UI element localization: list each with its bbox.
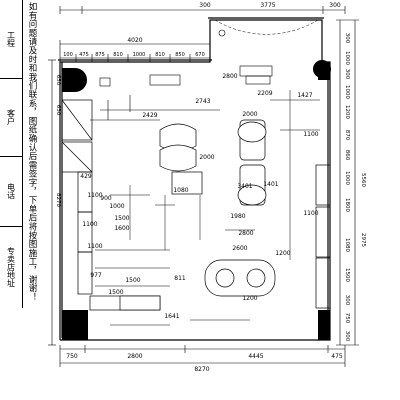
dim-left: 630 xyxy=(55,105,61,116)
title-block-divider xyxy=(0,226,22,227)
dimension-labels: 300 3775 300 4020 100 475 875 810 1000 8… xyxy=(63,2,343,373)
dim-right: 300 xyxy=(344,69,350,80)
dim-interior: 1100 xyxy=(303,131,318,138)
dim-interior: 900 xyxy=(100,195,112,202)
dim-right: 750 xyxy=(344,313,350,324)
dim-top-outer-2: 3775 xyxy=(260,2,275,9)
notice-text: 如有问题请及时和我们联系，图纸确认后需签字，下单后将按图施工，谢谢！ xyxy=(27,2,37,302)
dim-right: 1800 xyxy=(344,198,350,212)
dim-left: 650 xyxy=(55,75,61,86)
column xyxy=(318,310,330,340)
title-block-divider xyxy=(0,156,22,157)
dim-interior: 1401 xyxy=(263,181,278,188)
dim-left-total: 8270 xyxy=(55,193,61,207)
door-swing-arc xyxy=(214,19,319,35)
dim-interior: 3401 xyxy=(237,183,252,190)
dim-top-inner: 670 xyxy=(195,52,205,58)
title-block-name-label: 工程 xyxy=(6,31,16,47)
right-shelving xyxy=(315,164,331,309)
display-tables xyxy=(89,119,276,311)
dim-interior: 1500 xyxy=(125,277,140,284)
dim-interior: 1200 xyxy=(242,295,257,302)
dim-interior: 1100 xyxy=(87,243,102,250)
dim-interior: 2800 xyxy=(222,73,237,80)
dim-top-inner: 810 xyxy=(113,52,123,58)
dim-right: 1000 xyxy=(344,171,350,185)
columns xyxy=(62,60,331,340)
dim-interior: 1600 xyxy=(114,225,129,232)
dim-right-total-2: 2975 xyxy=(360,233,366,247)
dim-interior: 977 xyxy=(90,272,102,279)
dim-top-inner: 100 xyxy=(63,52,73,58)
top-furniture xyxy=(90,29,273,121)
dim-interior: 2000 xyxy=(242,111,257,118)
dim-bottom: 2800 xyxy=(127,353,142,360)
dim-top-inner: 850 xyxy=(175,52,185,58)
dim-interior: 1641 xyxy=(164,313,179,320)
dim-interior: 1500 xyxy=(108,289,123,296)
dim-interior: 2429 xyxy=(142,112,157,119)
dim-interior: 1100 xyxy=(82,221,97,228)
dim-right: 860 xyxy=(344,150,350,161)
dim-interior: 1080 xyxy=(173,187,188,194)
dim-top-inner: 875 xyxy=(95,52,105,58)
dim-bottom-total: 8270 xyxy=(194,366,209,373)
left-shelving xyxy=(61,99,93,295)
dim-right: 870 xyxy=(344,130,350,141)
column xyxy=(62,68,87,92)
dim-interior: 429 xyxy=(80,173,92,180)
dim-interior: 2000 xyxy=(199,154,214,161)
dim-interior: 2743 xyxy=(195,98,210,105)
dim-right: 1080 xyxy=(344,238,350,252)
dim-right: 300 xyxy=(344,33,350,44)
dim-interior: 1100 xyxy=(87,192,102,199)
dim-top-outer-1: 300 xyxy=(199,2,211,9)
dim-interior: 1200 xyxy=(275,250,290,257)
column xyxy=(313,60,331,78)
dim-interior: 2209 xyxy=(257,90,272,97)
dim-top-inner: 810 xyxy=(155,52,165,58)
title-block: 工程 客户 电话 专卖店地址 xyxy=(0,0,23,308)
title-block-phone-label: 电话 xyxy=(6,183,16,199)
dim-right: 1500 xyxy=(344,268,350,282)
dim-top-outer-3: 300 xyxy=(329,2,341,9)
dim-right: 1000 xyxy=(344,51,350,65)
dim-top-inner-total: 4020 xyxy=(127,37,142,44)
title-block-client-label: 客户 xyxy=(6,109,16,125)
dim-interior: 1427 xyxy=(297,92,312,99)
title-block-address-label: 专卖店地址 xyxy=(6,247,16,287)
dim-top-inner: 1000 xyxy=(133,52,146,58)
title-block-divider xyxy=(0,78,22,79)
column xyxy=(62,310,88,340)
dim-interior: 1100 xyxy=(303,210,318,217)
dim-right: 1200 xyxy=(344,105,350,119)
dim-bottom: 750 xyxy=(66,353,78,360)
dim-top-inner: 475 xyxy=(79,52,89,58)
dim-right: 300 xyxy=(344,295,350,306)
dim-interior: 2800 xyxy=(238,230,253,237)
dim-right: 1000 xyxy=(344,85,350,99)
dim-bottom: 4445 xyxy=(248,353,263,360)
dim-bottom: 475 xyxy=(331,353,343,360)
dim-interior: 1000 xyxy=(109,203,124,210)
dim-right: 300 xyxy=(344,331,350,342)
dim-interior: 811 xyxy=(174,275,186,282)
dim-right-total: 5560 xyxy=(360,173,366,187)
fixture-marks xyxy=(95,90,320,326)
right-dimension-labels: 300 1000 300 1000 1200 870 860 1000 1800… xyxy=(55,33,366,342)
dim-interior: 1980 xyxy=(230,213,245,220)
dim-interior: 1500 xyxy=(114,215,129,222)
dim-interior: 2600 xyxy=(232,245,247,252)
